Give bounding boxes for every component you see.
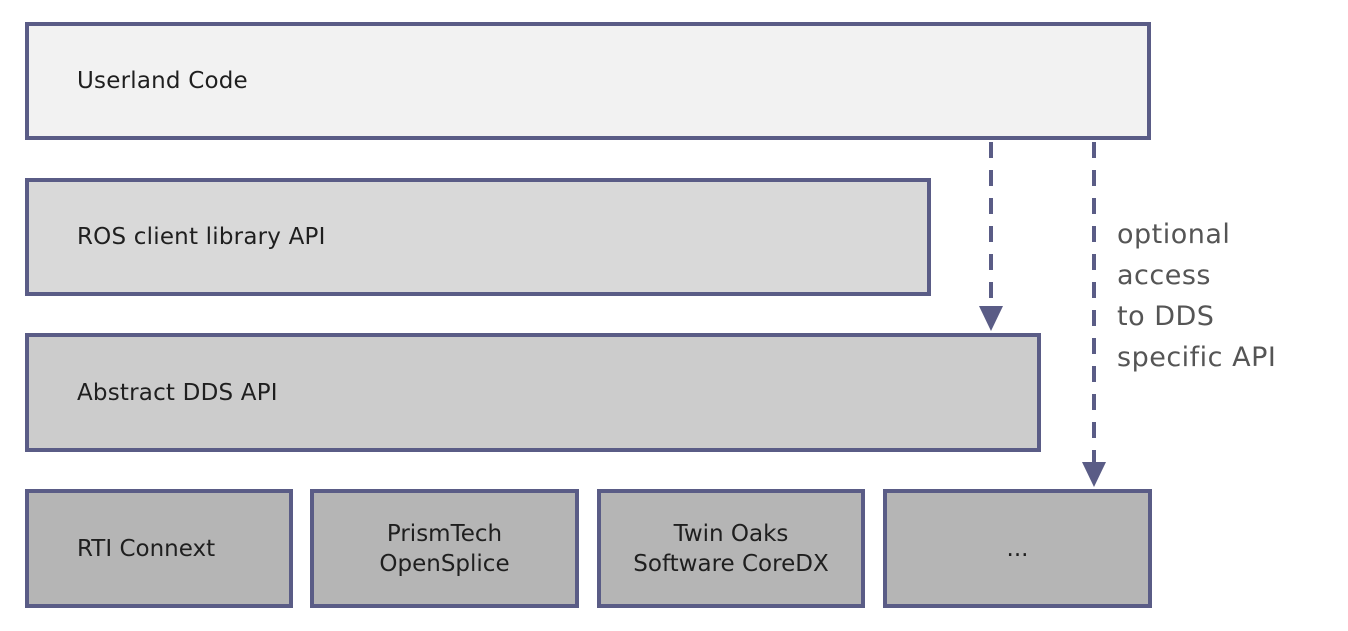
optional-access-annotation: optional access to DDS specific API xyxy=(1117,214,1276,378)
abstract-dds-layer: Abstract DDS API xyxy=(25,333,1041,452)
impl-label-more: ... xyxy=(1006,535,1029,562)
impl-box-prismtech-opensplice: PrismTech OpenSplice xyxy=(310,489,579,608)
annotation-line: optional xyxy=(1117,219,1231,250)
ros-client-library-label: ROS client library API xyxy=(77,224,326,250)
userland-code-label: Userland Code xyxy=(77,68,248,94)
impl-box-more: ... xyxy=(883,489,1152,608)
abstract-dds-label: Abstract DDS API xyxy=(77,379,278,406)
annotation-line: to DDS xyxy=(1117,301,1215,332)
impl-label-twin-oaks-coredx: Twin Oaks Software CoreDX xyxy=(633,520,829,577)
annotation-line: specific API xyxy=(1117,342,1277,373)
impl-label-rti-connext: RTI Connext xyxy=(77,535,216,562)
impl-box-twin-oaks-coredx: Twin Oaks Software CoreDX xyxy=(597,489,865,608)
ros-client-library-layer: ROS client library API xyxy=(25,178,931,296)
impl-box-rti-connext: RTI Connext xyxy=(25,489,293,608)
arrow-to-specific-api-head xyxy=(1082,462,1106,487)
impl-label-prismtech-opensplice: PrismTech OpenSplice xyxy=(379,520,510,577)
arrow-to-abstract-dds-head xyxy=(979,306,1003,331)
userland-code-layer: Userland Code xyxy=(25,22,1151,140)
annotation-line: access xyxy=(1117,260,1211,291)
